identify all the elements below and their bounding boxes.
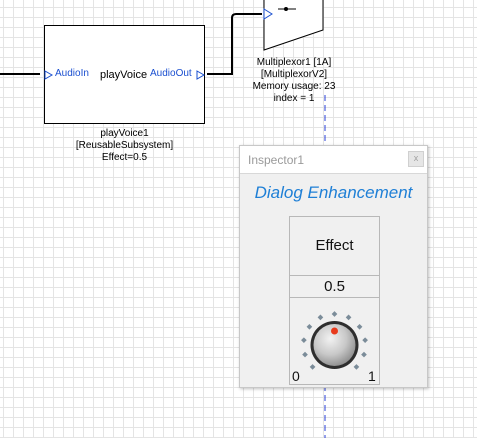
wire-audioout[interactable]	[207, 13, 262, 75]
knob-tick	[309, 364, 316, 370]
knob-tick	[301, 337, 307, 343]
knob-tick	[362, 337, 368, 343]
knob-tick	[317, 314, 324, 321]
inspector-window[interactable]: Inspector1 x Dialog Enhancement Effect 0…	[239, 145, 428, 388]
effect-label: Effect	[315, 237, 354, 254]
audioin-port-label: AudioIn	[55, 68, 89, 79]
knob-tick	[361, 351, 367, 358]
divider	[290, 297, 379, 298]
knob-tick	[331, 311, 338, 317]
inspector-title: Inspector1	[248, 153, 305, 167]
close-icon[interactable]: x	[408, 151, 424, 167]
audioout-port-icon[interactable]	[196, 70, 206, 80]
divider	[290, 275, 379, 276]
dialog-title: Dialog Enhancement	[254, 183, 413, 202]
multiplexor-junction-dot	[284, 7, 288, 11]
knob-face[interactable]	[313, 324, 356, 366]
knob-indicator-dot	[331, 327, 338, 335]
multiplexor-caption-line: Multiplexor1 [1A]	[256, 57, 332, 68]
multiplexor-caption: Multiplexor1 [1A] [MultiplexorV2] Memory…	[234, 57, 354, 105]
multiplexor-caption-line: Memory usage: 23	[252, 81, 336, 92]
multiplexor-input-port-icon[interactable]	[263, 8, 273, 20]
multiplexor-caption-line: [MultiplexorV2]	[260, 69, 328, 80]
playvoice-block[interactable]: AudioIn playVoice AudioOut	[44, 25, 206, 124]
audioin-port-icon[interactable]	[44, 70, 54, 80]
knob-tick	[356, 323, 363, 330]
effect-value-readout: 0.5	[324, 278, 345, 295]
playvoice-caption: playVoice1 [ReusableSubsystem] Effect=0.…	[44, 128, 205, 164]
playvoice-caption-line: playVoice1	[100, 128, 149, 139]
audioout-port-label: AudioOut	[150, 68, 192, 79]
knob-min-label: 0	[292, 368, 300, 384]
multiplexor-caption-line: index = 1	[273, 93, 315, 104]
playvoice-caption-line: [ReusableSubsystem]	[75, 140, 174, 151]
knob-max-label: 1	[368, 368, 376, 384]
knob-tick	[345, 314, 352, 321]
knob-tick	[302, 351, 308, 358]
effect-control: Effect 0.5 0 1	[289, 216, 380, 385]
multiplexor-block[interactable]	[263, 0, 324, 51]
inspector-titlebar[interactable]: Inspector1 x	[240, 146, 427, 173]
playvoice-block-name: playVoice	[100, 69, 148, 81]
effect-knob[interactable]	[290, 298, 379, 384]
knob-tick	[306, 323, 313, 330]
titlebar-divider	[240, 173, 427, 174]
knob-tick	[353, 364, 360, 370]
playvoice-caption-line: Effect=0.5	[101, 152, 148, 163]
